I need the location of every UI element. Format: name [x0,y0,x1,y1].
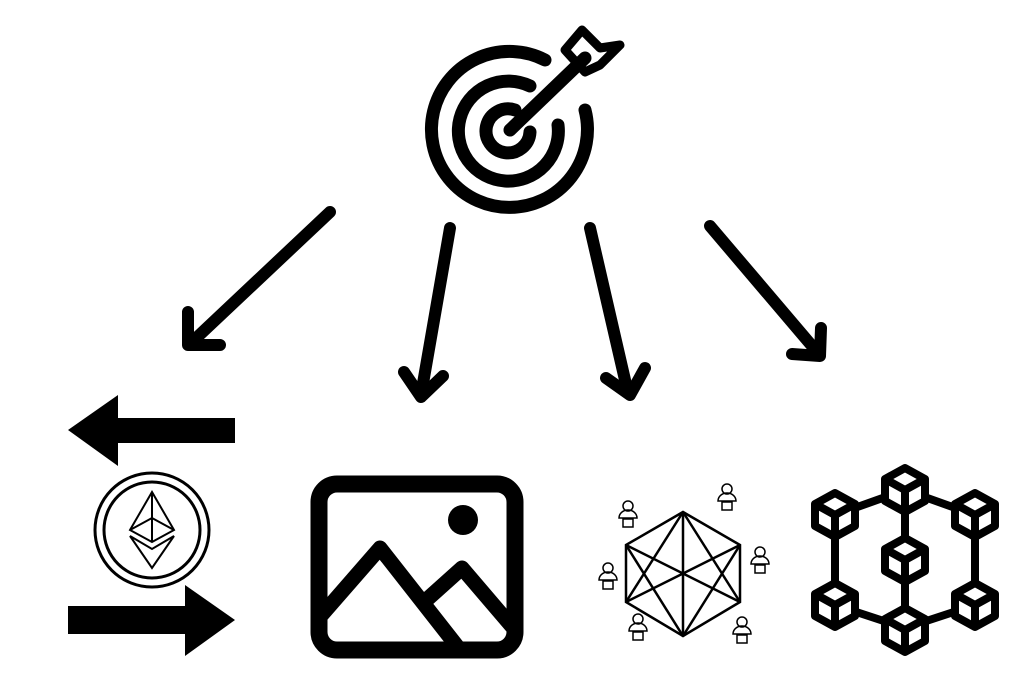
decentralized-network-icon [598,483,770,644]
image-nft-icon [310,475,524,659]
ethereum-exchange-icon [68,395,235,656]
ethereum-coin-icon [93,471,211,589]
arrow-right-icon [68,585,235,656]
arrow-to-image [398,222,456,403]
arrow-left-icon [68,395,235,466]
blockchain-icon [815,468,995,652]
arrow-to-blockchain [704,220,827,362]
arrow-to-exchange [182,206,336,351]
arrow-to-network [584,222,651,401]
target-with-dart-icon [424,25,625,214]
user-nodes [598,483,770,644]
